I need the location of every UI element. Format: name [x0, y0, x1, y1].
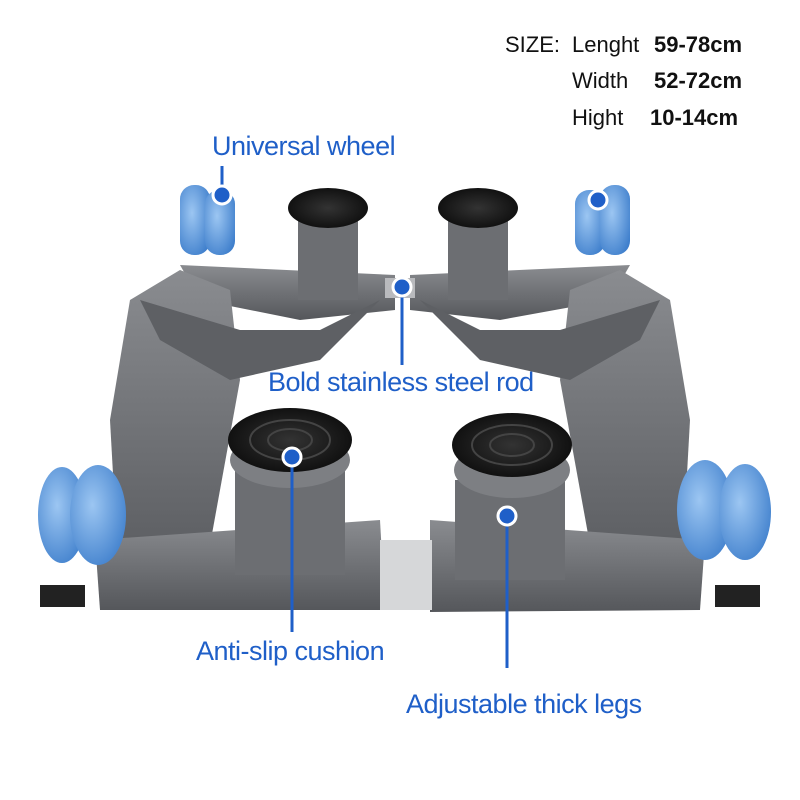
callout-markers: [211, 166, 609, 668]
front-frame: [95, 520, 705, 612]
callout-anti-slip-cushion: Anti-slip cushion: [196, 636, 385, 666]
callout-adjustable-legs: Adjustable thick legs: [406, 689, 642, 719]
size-prefix: SIZE:: [505, 32, 561, 57]
size-length-value: 59-78cm: [654, 32, 742, 58]
callout-universal-wheel: Universal wheel: [212, 131, 396, 161]
size-length-label: Lenght: [572, 32, 640, 57]
back-legs: [288, 188, 518, 300]
size-width-label: Width: [572, 68, 629, 93]
size-height-number: 10-14cm: [650, 105, 739, 130]
front-legs: [228, 408, 572, 580]
side-frames: [110, 270, 690, 600]
wheels: [38, 185, 771, 607]
size-width-number: 52-72cm: [654, 68, 743, 93]
size-height-value: 10-14cm: [650, 105, 738, 131]
size-length-number: 59-78cm: [654, 32, 743, 57]
size-width-value: 52-72cm: [654, 68, 742, 94]
callout-steel-rod: Bold stainless steel rod: [268, 367, 534, 397]
size-height-label: Hight: [572, 105, 624, 130]
